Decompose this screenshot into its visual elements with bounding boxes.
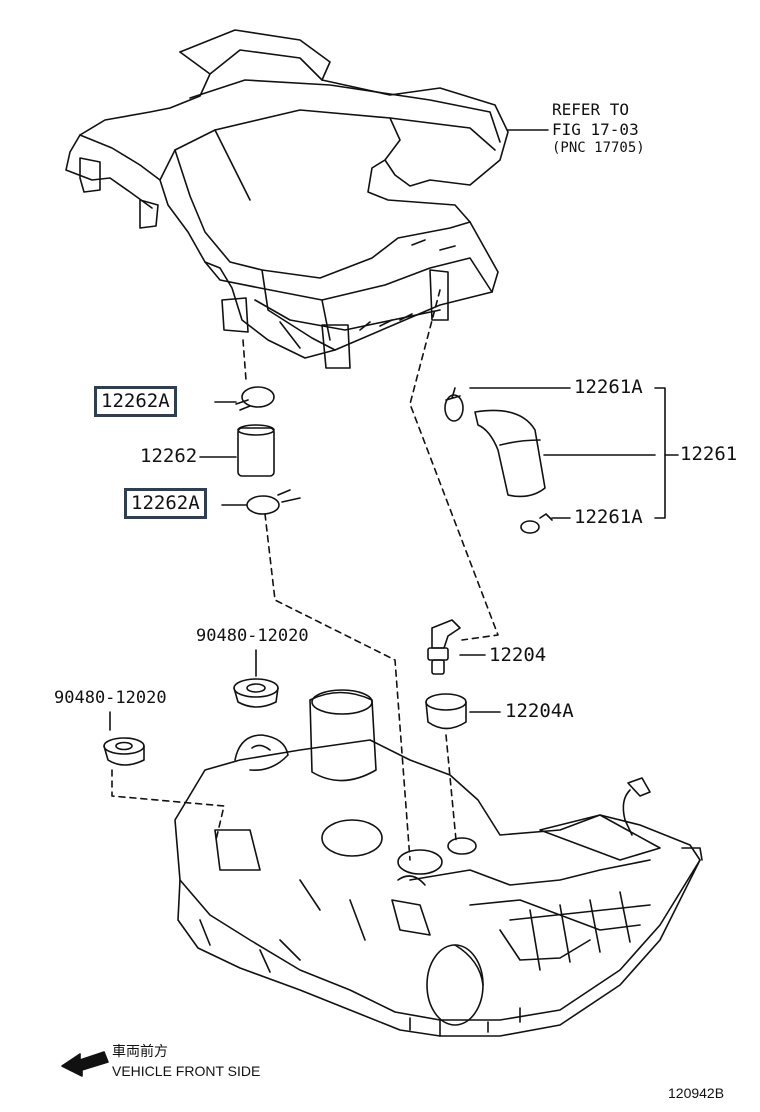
refer-line-1: REFER TO	[552, 100, 630, 119]
refer-line-3: (PNC 17705)	[552, 140, 645, 156]
part-label-12261A-bottom[interactable]: 12261A	[574, 506, 643, 528]
part-label-12261[interactable]: 12261	[680, 443, 738, 465]
part-label-12262A-bottom[interactable]: 12262A	[124, 488, 207, 519]
air-cleaner-cap	[65, 29, 509, 369]
air-cleaner-case	[174, 689, 703, 1037]
part-label-90480-upper[interactable]: 90480-12020	[196, 626, 309, 646]
refer-note: REFER TO FIG 17-03 (PNC 17705)	[552, 100, 645, 158]
figure-number: 120942B	[668, 1085, 725, 1101]
hose-12261-assembly	[444, 387, 679, 534]
dashed-leader-cap-hose	[242, 339, 247, 381]
grommet-90480-upper	[233, 649, 279, 708]
dashed-leader-cap-union	[409, 289, 499, 641]
hose-12262-assembly	[199, 386, 411, 861]
grommet-90480-lower	[103, 711, 225, 841]
left-arrow-icon	[61, 1051, 109, 1077]
part-label-12204A[interactable]: 12204A	[505, 700, 574, 722]
part-label-12262[interactable]: 12262	[140, 445, 198, 467]
vehicle-front-japanese: 車両前方	[112, 1043, 168, 1059]
refer-line-2: FIG 17-03	[552, 120, 639, 139]
grommet-12204A	[425, 693, 501, 841]
part-label-90480-lower[interactable]: 90480-12020	[54, 688, 167, 708]
part-label-12262A-top[interactable]: 12262A	[94, 386, 177, 417]
union-12204	[427, 619, 486, 675]
vehicle-front-english: VEHICLE FRONT SIDE	[112, 1063, 261, 1079]
part-label-12261A-top[interactable]: 12261A	[574, 376, 643, 398]
part-label-12204[interactable]: 12204	[489, 644, 547, 666]
